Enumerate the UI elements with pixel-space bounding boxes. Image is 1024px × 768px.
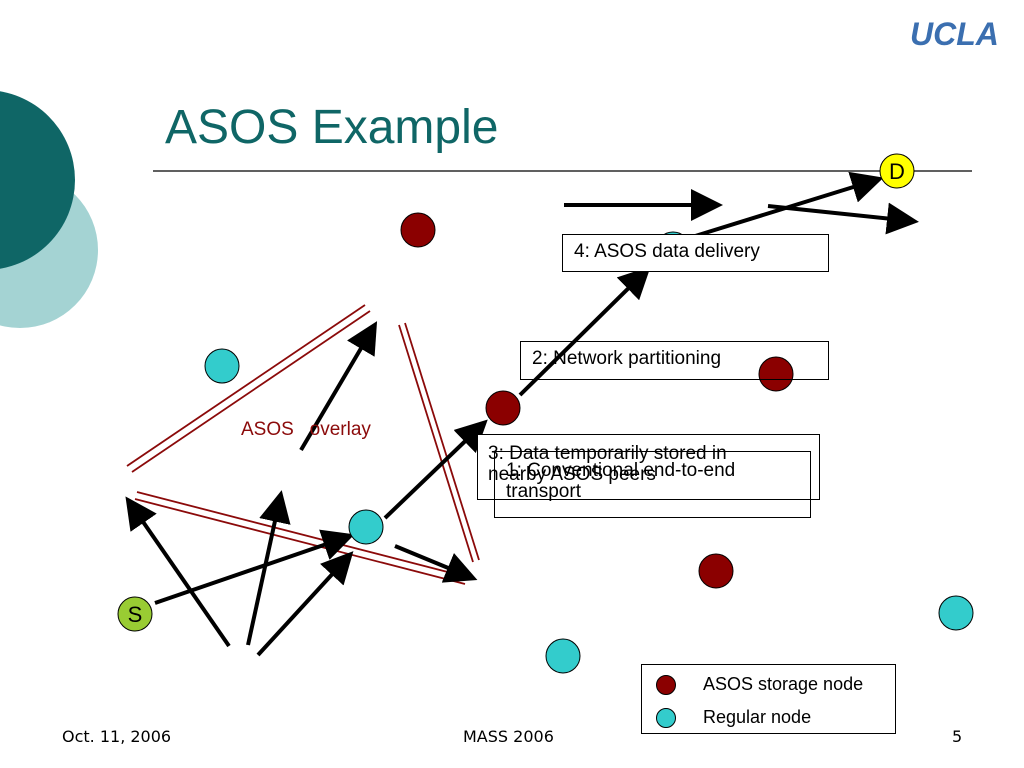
source-node: S (117, 596, 153, 632)
overlay-label: ASOS overlay (241, 419, 371, 440)
storage-node-swatch (656, 674, 676, 695)
arrow-up-left (125, 496, 231, 648)
arrow-up-right (256, 551, 354, 657)
destination-node: D (879, 153, 915, 189)
destination-node-label: D (889, 159, 905, 184)
legend-label-storage: ASOS storage node (703, 674, 864, 694)
slide-title: ASOS Example (165, 101, 499, 154)
arrow-overlay (299, 321, 378, 452)
step1-text-line1: 1: Conventional end-to-end (506, 460, 736, 481)
legend-label-regular: Regular node (703, 707, 812, 727)
step3-text-line2: nearby ASOS peers (488, 463, 656, 485)
legend: ASOS storage node Regular node (641, 664, 896, 734)
decor-circle-dark (0, 91, 75, 269)
regular-node (545, 638, 581, 674)
legend-item-storage: ASOS storage node (656, 674, 863, 695)
regular-node (938, 595, 974, 631)
storage-node (758, 356, 794, 392)
legend-item-regular: Regular node (656, 707, 811, 728)
storage-node (698, 553, 734, 589)
asos-overlay-lines (126, 304, 480, 585)
step1-box: 1: Conventional end-to-end transport (494, 451, 811, 518)
step2-text: 2: Network partitioning (532, 348, 722, 369)
arrow-to-overlay-edge (394, 544, 478, 583)
regular-node (204, 348, 240, 384)
arrows (125, 171, 919, 657)
arrow-top-right (767, 202, 919, 235)
regular-node (348, 509, 384, 545)
storage-node (485, 390, 521, 426)
storage-node (400, 212, 436, 248)
footer-page-number: 5 (952, 727, 963, 746)
storage-nodes (400, 212, 794, 589)
arrow-s-to-regular (154, 529, 355, 605)
footer-date: Oct. 11, 2006 (62, 727, 172, 746)
regular-node-swatch (656, 707, 676, 728)
arrow-up-mid (246, 490, 291, 646)
footer-conference: MASS 2006 (463, 727, 554, 746)
step1-text-line2: transport (506, 480, 581, 502)
step4-box: 4: ASOS data delivery (562, 234, 829, 272)
source-node-label: S (128, 602, 143, 627)
arrow-regular-to-storage (383, 419, 488, 520)
arrow-storage-to-regular (518, 266, 651, 397)
step2-box: 2: Network partitioning (520, 341, 829, 380)
step4-text: 4: ASOS data delivery (574, 241, 760, 262)
ucla-logo: UCLA (910, 16, 999, 52)
step3-text-line1: 3: Data temporarily stored in (488, 443, 727, 464)
step3-box: 3: Data temporarily stored in nearby ASO… (477, 434, 820, 500)
